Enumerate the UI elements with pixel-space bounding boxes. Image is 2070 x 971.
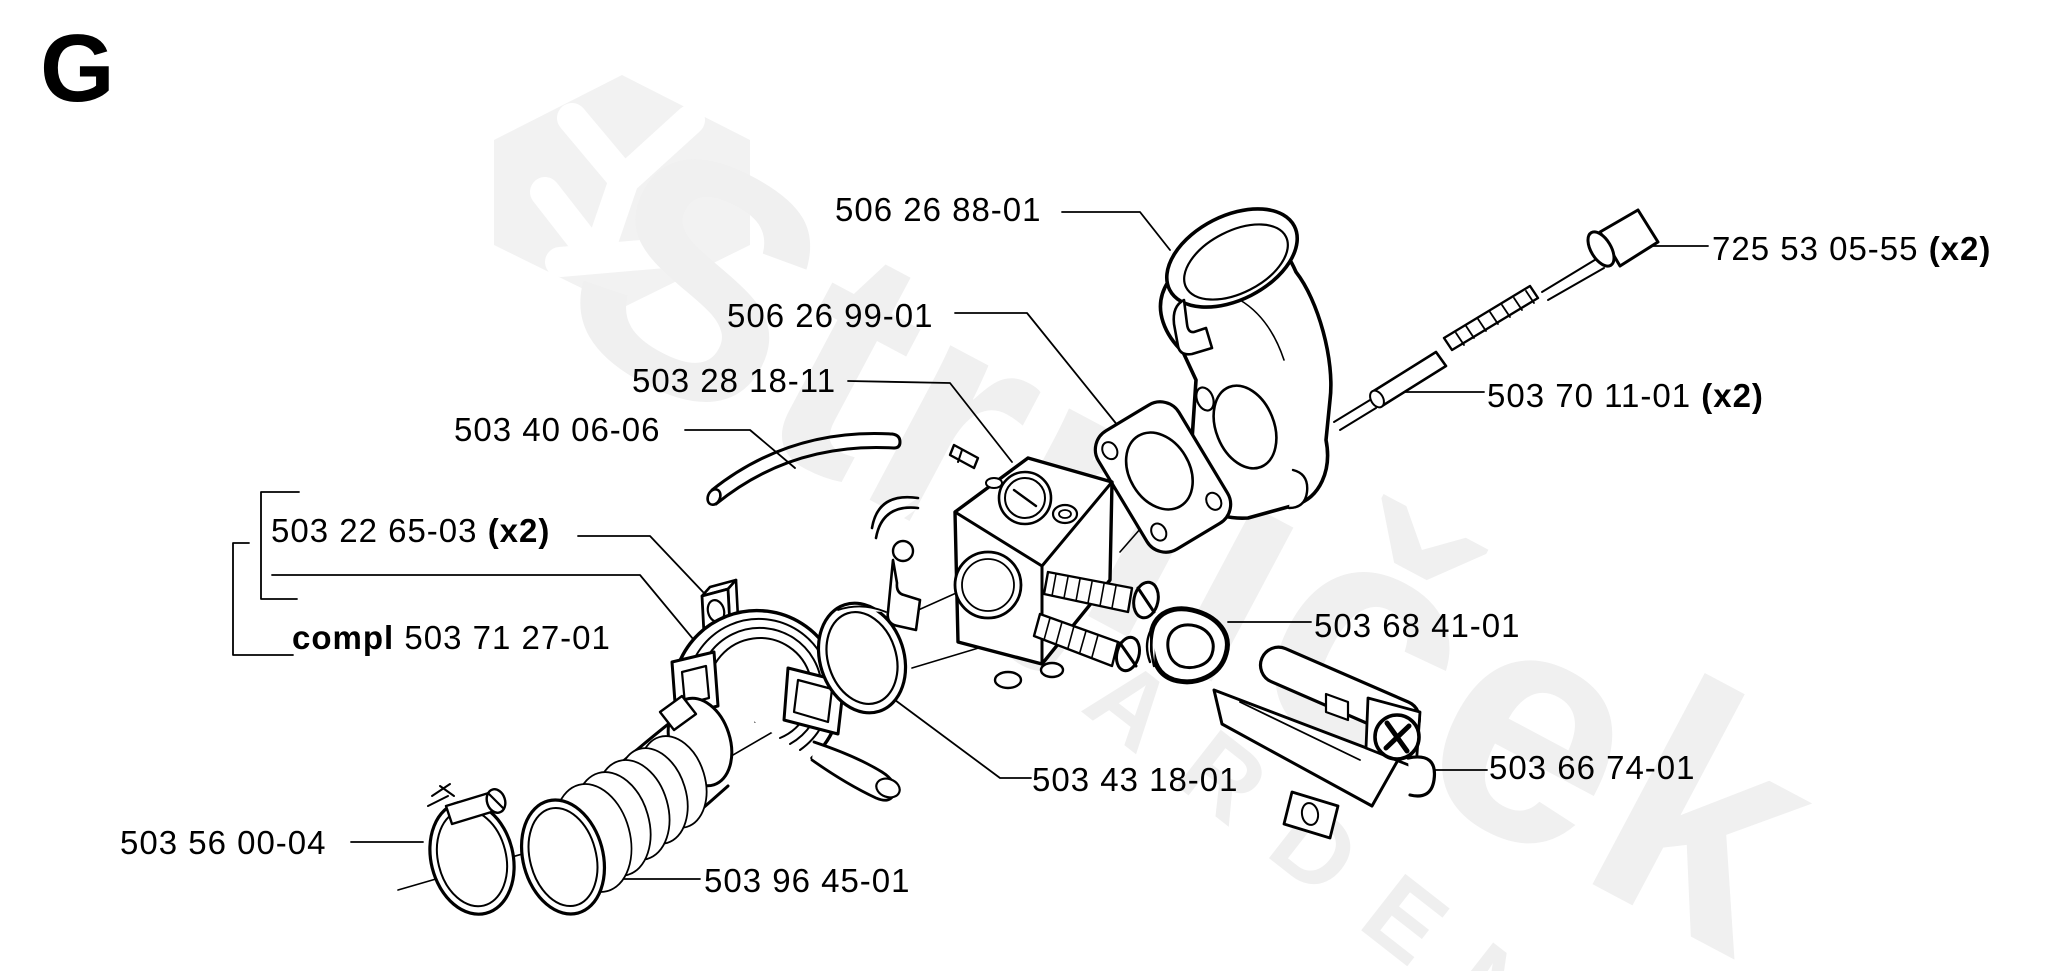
label-long-screw: 725 53 05-55 (x2) [1712,230,1992,267]
spacer-tube-drawing [1333,350,1448,431]
leader-lines [232,211,1709,880]
long-screw-drawing [1442,208,1660,352]
label-fuel-hose: 503 40 06-06 [454,411,661,448]
pump-elbow-drawing [1145,606,1230,685]
label-pump-elbow: 503 68 41-01 [1314,607,1521,644]
label-holder-clamp-compl: compl 503 71 27-01 [292,619,611,656]
air-guide-drawing [1158,207,1333,520]
label-hose-clamp: 503 56 00-04 [120,824,327,861]
label-air-guide: 506 26 88-01 [835,191,1042,228]
label-carburetor: 503 28 18-11 [632,362,837,399]
label-retaining-ring: 503 43 18-01 [1032,761,1239,798]
adjustment-screws [1032,570,1160,673]
section-letter: G [40,15,115,122]
gasket-drawing [1093,400,1233,554]
hose-clamp-drawing [427,783,516,916]
label-spacer-tube: 503 70 11-01 (x2) [1487,377,1764,414]
carburetor-drawing [870,443,1160,690]
clamp-screw [427,783,507,826]
intake-boot-drawing [519,694,734,916]
retaining-ring-drawing [816,601,908,715]
fuel-hose-drawing [706,432,902,506]
label-intake-boot: 503 96 45-01 [704,862,911,899]
label-throttle-bracket: 503 66 74-01 [1489,749,1696,786]
throttle-bracket-drawing [1212,645,1437,840]
label-square-nut: 503 22 65-03 (x2) [271,512,551,549]
label-gasket: 506 26 99-01 [727,297,934,334]
